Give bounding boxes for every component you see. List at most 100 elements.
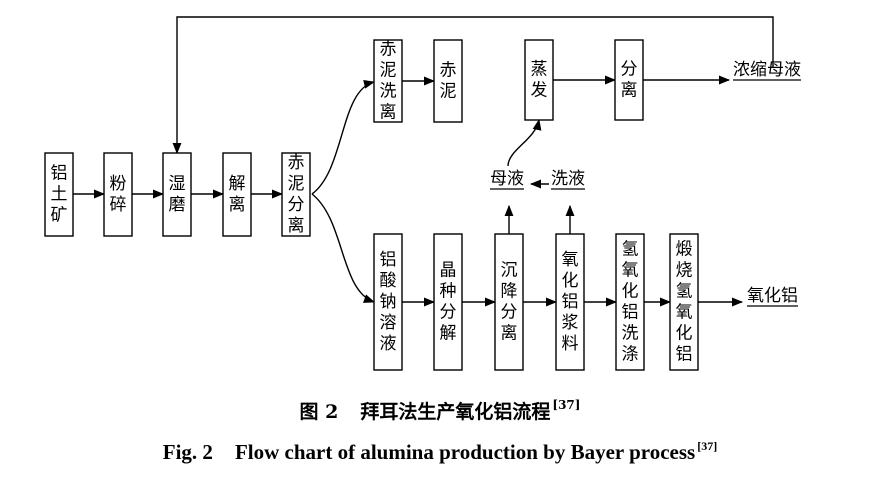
node-label-char: 铝 <box>51 164 68 184</box>
node-label-char: 氧 <box>622 261 639 281</box>
node-box <box>524 39 554 121</box>
node-label-char: 化 <box>676 324 693 344</box>
node-box <box>433 233 463 371</box>
node-box <box>103 152 133 237</box>
node-label-char: 碎 <box>110 195 127 215</box>
node-label-char: 铝 <box>622 303 639 323</box>
node-label-char: 泥 <box>288 174 305 194</box>
edge-red-mud-sep-to-wash <box>311 79 376 195</box>
node-label-char: 晶 <box>440 261 457 281</box>
node-label-char: 氧 <box>562 250 579 270</box>
node-label-char: 种 <box>440 282 457 302</box>
flow-edges <box>73 16 774 307</box>
node-label-char: 赤 <box>288 153 305 173</box>
node-label-char: 铝 <box>562 292 579 312</box>
node-label-char: 离 <box>288 216 305 236</box>
node-label-char: 离 <box>501 324 518 344</box>
node-label-char: 浆 <box>562 313 579 333</box>
bayer-process-flowchart: 铝土矿粉碎湿磨解离赤泥分离赤泥洗离赤泥蒸发分离铝酸钠溶液晶种分解沉降分离氧化铝浆… <box>44 16 801 371</box>
node-label-char: 解 <box>440 324 457 344</box>
node-label-char: 氧 <box>676 303 693 323</box>
node-bauxite: 铝土矿 <box>44 152 74 237</box>
node-label-char: 离 <box>621 81 638 101</box>
node-box <box>44 152 74 237</box>
node-label-char: 磨 <box>169 195 186 215</box>
node-label-char: 泥 <box>380 61 397 81</box>
label-text: 浓缩母液 <box>733 60 801 80</box>
node-label-char: 铝 <box>676 345 693 365</box>
node-label-char: 泥 <box>440 82 457 102</box>
caption-en-title: Flow chart of alumina production by Baye… <box>234 440 696 464</box>
label-mother-liquor: 母液 <box>490 169 524 190</box>
node-label-char: 化 <box>562 271 579 291</box>
caption-english: Fig. 2 Flow chart of alumina production b… <box>0 439 880 465</box>
node-box <box>555 233 585 371</box>
label-wash-liquor: 洗液 <box>551 169 585 190</box>
node-label-char: 蒸 <box>531 60 548 80</box>
label-text: 洗液 <box>551 169 585 189</box>
node-label-char: 土 <box>51 185 68 205</box>
node-label-char: 化 <box>622 282 639 302</box>
node-label-char: 液 <box>380 334 397 354</box>
caption-en-ref: [37] <box>697 439 718 453</box>
label-text: 母液 <box>490 169 524 189</box>
node-label-char: 煅 <box>676 240 693 260</box>
node-label-char: 赤 <box>440 61 457 81</box>
node-label-char: 发 <box>531 81 548 101</box>
node-label-char: 涤 <box>622 345 639 365</box>
caption-cn-fig: 图 2 <box>299 401 339 423</box>
node-box <box>222 152 252 237</box>
node-box <box>494 233 524 371</box>
node-label-char: 洗 <box>380 82 397 102</box>
node-digest: 解离 <box>222 152 252 237</box>
label-alumina: 氧化铝 <box>747 286 798 307</box>
node-label-char: 解 <box>229 174 246 194</box>
node-label-char: 氢 <box>622 240 639 260</box>
node-label-char: 铝 <box>380 250 397 270</box>
node-label-char: 离 <box>380 103 397 123</box>
node-label-char: 分 <box>288 195 305 215</box>
node-label-char: 矿 <box>51 206 68 226</box>
node-label-char: 降 <box>501 282 518 302</box>
node-wet-grind: 湿磨 <box>162 152 192 237</box>
node-label-char: 赤 <box>380 40 397 60</box>
caption-chinese: 图 2 拜耳法生产氧化铝流程[37] <box>0 397 880 424</box>
node-box <box>162 152 192 237</box>
caption-cn-ref: [37] <box>552 398 581 412</box>
node-label-char: 分 <box>621 60 638 80</box>
node-box <box>615 233 645 371</box>
label-concentrated-liquor: 浓缩母液 <box>733 60 801 81</box>
edge-red-mud-sep-to-aluminate <box>311 193 376 303</box>
node-evaporate: 蒸发 <box>524 39 554 121</box>
edge-mother-liquor-to-evaporate <box>507 118 542 167</box>
node-label-char: 氢 <box>676 282 693 302</box>
node-box <box>669 233 699 371</box>
node-label-char: 离 <box>229 195 246 215</box>
node-box <box>373 39 403 123</box>
node-crush: 粉碎 <box>103 152 133 237</box>
caption-cn-title: 拜耳法生产氧化铝流程 <box>360 401 551 423</box>
node-separate: 分离 <box>614 39 644 121</box>
flow-nodes: 铝土矿粉碎湿磨解离赤泥分离赤泥洗离赤泥蒸发分离铝酸钠溶液晶种分解沉降分离氧化铝浆… <box>44 39 699 371</box>
node-label-char: 料 <box>562 334 579 354</box>
node-label-char: 溶 <box>380 313 397 333</box>
edge-recycle-to-wet-grind <box>172 16 774 155</box>
node-label-char: 分 <box>501 303 518 323</box>
node-label-char: 洗 <box>622 324 639 344</box>
node-label-char: 钠 <box>380 292 397 312</box>
node-label-char: 湿 <box>169 174 186 194</box>
node-label-char: 烧 <box>676 261 693 281</box>
node-box <box>373 233 403 371</box>
node-box <box>281 152 311 237</box>
caption-en-fig: Fig. 2 <box>162 440 213 464</box>
node-box <box>614 39 644 121</box>
node-label-char: 酸 <box>380 271 397 291</box>
